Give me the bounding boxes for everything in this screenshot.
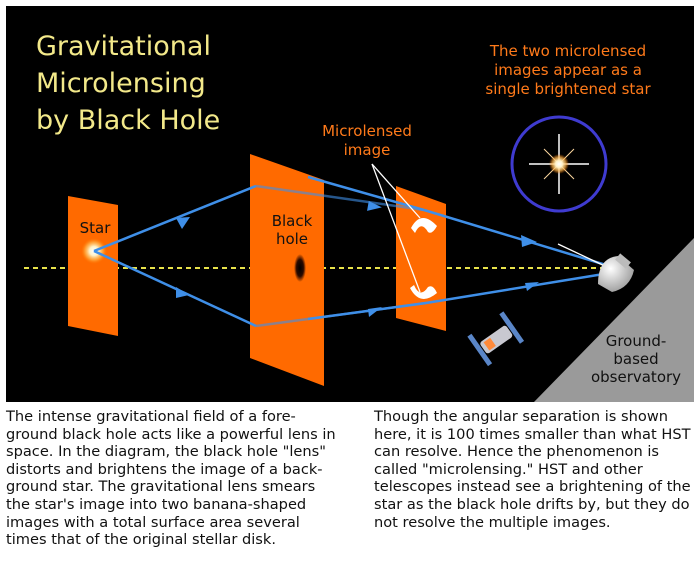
ray-arrowheads xyxy=(176,201,539,317)
callout-brightened-star: The two microlensed images appear as a s… xyxy=(485,42,651,98)
black-hole-icon xyxy=(294,254,306,282)
light-rays-lower xyxy=(93,249,617,328)
diagram-panel: Gravitational Microlensing by Black Hole… xyxy=(6,6,694,402)
observatory-label: Ground-based observatory xyxy=(590,332,682,386)
brightened-star-icon xyxy=(529,134,589,194)
callout-microlensed-image: Microlensed image xyxy=(322,122,412,159)
star-plane xyxy=(68,196,118,336)
black-hole-plane xyxy=(250,154,324,386)
observatory-icon xyxy=(598,253,634,292)
diagram-title: Gravitational Microlensing by Black Hole xyxy=(36,31,221,136)
caption-right: Though the angular separation is shown h… xyxy=(374,408,691,531)
black-hole-label: Black hole xyxy=(271,212,313,248)
star-label: Star xyxy=(79,219,111,237)
ground-slope xyxy=(534,238,694,402)
microlensed-image-top xyxy=(411,217,437,233)
caption-left: The intense gravitational field of a for… xyxy=(6,408,336,549)
light-rays-upper xyxy=(93,175,617,270)
microlensed-image-bottom xyxy=(410,285,437,299)
microlensing-diagram xyxy=(24,115,694,402)
hubble-telescope-icon xyxy=(467,311,525,367)
callout-pointers xyxy=(371,163,610,293)
